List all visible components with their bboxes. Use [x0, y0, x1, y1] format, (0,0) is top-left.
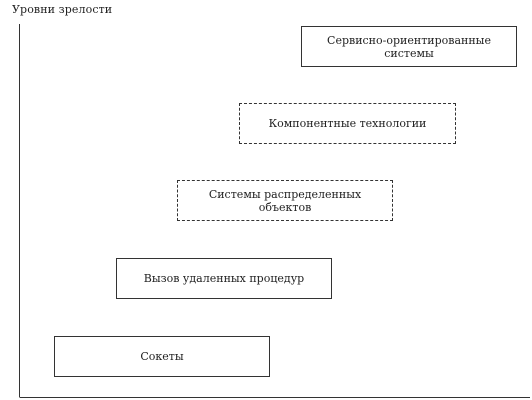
level-label-sockets: Сокеты — [140, 350, 184, 363]
level-box-soa: Сервисно-ориентированные системы — [301, 26, 517, 67]
level-box-rpc: Вызов удаленных процедур — [116, 258, 332, 299]
level-label-soa: Сервисно-ориентированные системы — [327, 33, 491, 60]
level-box-distributed-objects: Системы распределенных объектов — [177, 180, 393, 221]
level-box-component-tech: Компонентные технологии — [239, 103, 456, 144]
level-label-distributed-objects: Системы распределенных объектов — [208, 187, 362, 214]
level-label-rpc: Вызов удаленных процедур — [143, 272, 305, 285]
level-label-component-tech: Компонентные технологии — [268, 117, 427, 130]
y-axis-title: Уровни зрелости — [12, 3, 113, 16]
level-box-sockets: Сокеты — [54, 336, 270, 377]
